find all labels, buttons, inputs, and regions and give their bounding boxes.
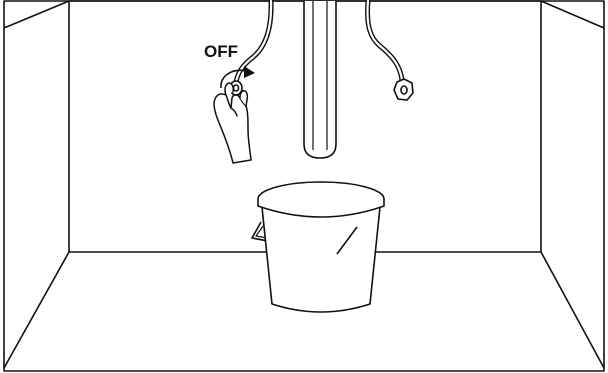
bucket-body (261, 206, 381, 313)
hand-palm (213, 93, 252, 164)
drain-pipe (303, 1, 337, 159)
hand-thumb (224, 82, 234, 96)
bucket-handle-front (336, 226, 358, 255)
right-shutoff-nut (393, 78, 414, 101)
left-wall-top-edge (3, 0, 70, 29)
right-wall-top-edge (540, 0, 605, 29)
hand-index-finger (239, 90, 249, 107)
right-supply-hose (365, 0, 405, 83)
counterclockwise-arrow-icon (220, 66, 255, 89)
left-supply-hose (233, 0, 274, 85)
hand-icon (213, 82, 252, 164)
hand-crease (230, 107, 238, 117)
off-label: OFF (204, 42, 238, 61)
bucket-icon (251, 181, 385, 313)
bucket-rim-band (257, 199, 385, 218)
left-wall-bottom-edge (3, 251, 70, 369)
right-wall-bottom-edge (540, 251, 605, 369)
pipe-body (303, 1, 337, 159)
